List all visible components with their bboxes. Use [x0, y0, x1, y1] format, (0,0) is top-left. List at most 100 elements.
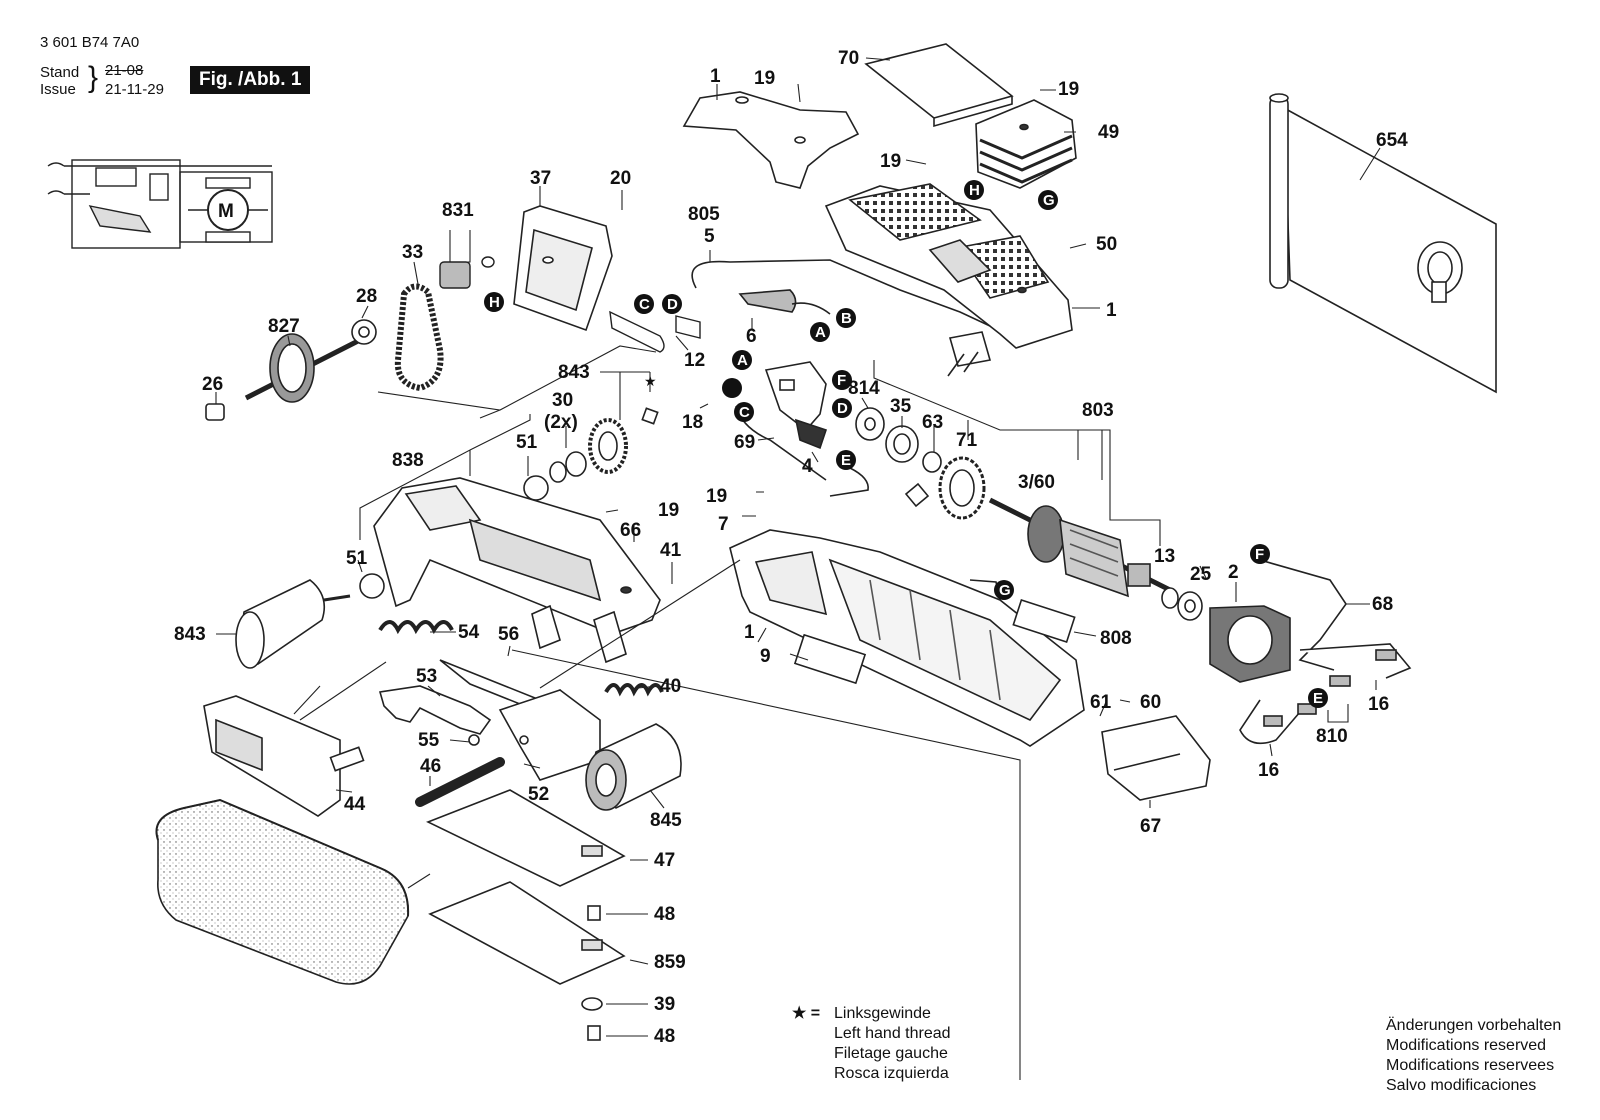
label-41: 41 — [660, 540, 682, 561]
wiring-schematic — [47, 159, 273, 249]
svg-text:D: D — [667, 296, 678, 313]
label-838: 838 — [392, 450, 424, 471]
label-51-top: 51 — [516, 432, 538, 453]
label-46: 46 — [420, 756, 441, 777]
legend-star-symbol: ★ = — [792, 1005, 821, 1022]
part-tension-lever — [378, 659, 601, 807]
label-61: 61 — [1090, 692, 1112, 713]
issue-label: Issue — [40, 81, 76, 98]
label-19-right: 19 — [1058, 79, 1079, 100]
label-44: 44 — [344, 794, 366, 815]
svg-text:F: F — [837, 372, 846, 389]
figure-title: Fig. /Abb. 1 — [190, 66, 311, 94]
label-13: 13 — [1154, 546, 1175, 567]
badge-a-cord: A — [810, 322, 830, 342]
label-845: 845 — [650, 810, 682, 831]
label-808: 808 — [1100, 628, 1132, 649]
part-armature — [938, 456, 1172, 598]
part-number-labels: 1 19 70 19 49 19 50 1 654 37 20 831 33 2… — [174, 48, 1408, 1047]
badge-a-switch: A — [732, 350, 752, 370]
part-platen-44 — [203, 695, 365, 817]
svg-text:G: G — [999, 582, 1011, 599]
badge-e-switch: E — [836, 450, 856, 470]
notice-line-fr: Modifications reservees — [1386, 1057, 1555, 1074]
badge-d-switch: D — [832, 398, 852, 418]
label-48-bottom: 48 — [654, 1026, 675, 1047]
part-power-cord — [691, 259, 992, 377]
label-6: 6 — [746, 326, 757, 347]
label-48-top: 48 — [654, 904, 675, 925]
label-12: 12 — [684, 350, 705, 371]
notice-line-en: Modifications reserved — [1386, 1037, 1547, 1054]
part-sanding-belt — [155, 798, 410, 985]
label-19-housing: 19 — [706, 486, 727, 507]
label-33: 33 — [402, 242, 423, 263]
svg-text:A: A — [737, 352, 748, 369]
label-3-60: 3/60 — [1018, 472, 1055, 493]
svg-text:G: G — [1043, 192, 1055, 209]
label-18: 18 — [682, 412, 703, 433]
label-859: 859 — [654, 952, 686, 973]
badge-f-stator: F — [1250, 544, 1270, 564]
part-cord-clip — [609, 310, 701, 353]
part-rear-roller — [585, 723, 682, 811]
part-field-stator — [1209, 559, 1412, 745]
label-50: 50 — [1096, 234, 1117, 255]
badge-blank-switch — [722, 378, 742, 398]
motor-symbol-label: M — [218, 201, 234, 222]
part-bearings — [855, 407, 942, 508]
label-803: 803 — [1082, 400, 1114, 421]
label-52: 52 — [528, 784, 549, 805]
part-bearing-13-25 — [1161, 587, 1203, 621]
label-20: 20 — [610, 168, 631, 189]
badge-f-switch: F — [832, 370, 852, 390]
label-37: 37 — [530, 168, 551, 189]
label-810: 810 — [1316, 726, 1348, 747]
label-2x: (2x) — [544, 412, 578, 433]
label-56: 56 — [498, 624, 519, 645]
part-pinion-831 — [439, 256, 495, 289]
stand-label: Stand — [40, 64, 80, 81]
part-cover-70 — [864, 43, 1014, 128]
label-28: 28 — [356, 286, 377, 307]
part-dust-bag — [1269, 93, 1497, 394]
part-roller — [235, 573, 385, 669]
label-63: 63 — [922, 412, 943, 433]
label-827: 827 — [268, 316, 300, 337]
legend-line-de: Linksgewinde — [834, 1005, 931, 1022]
badge-h-housing: H — [964, 180, 984, 200]
label-7: 7 — [718, 514, 729, 535]
part-drive-pulley — [523, 407, 659, 501]
label-843-left: 843 — [174, 624, 206, 645]
label-55: 55 — [418, 730, 440, 751]
document-number: 3 601 B74 7A0 — [40, 34, 140, 51]
part-base-frame — [373, 477, 661, 664]
label-70: 70 — [838, 48, 859, 69]
svg-text:D: D — [837, 400, 848, 417]
label-19-top: 19 — [754, 68, 775, 89]
badge-c-switch: C — [734, 402, 754, 422]
label-49: 49 — [1098, 122, 1119, 143]
svg-text:A: A — [815, 324, 826, 341]
modifications-notice: Änderungen vorbehalten Modifications res… — [1386, 1016, 1561, 1096]
label-814: 814 — [848, 378, 880, 399]
part-cap-49 — [975, 99, 1077, 189]
label-25: 25 — [1190, 564, 1212, 585]
svg-text:B: B — [841, 310, 852, 327]
label-843-top: 843 — [558, 362, 590, 383]
label-16-left: 16 — [1258, 760, 1279, 781]
old-revision-date: 21-08 — [105, 62, 144, 79]
legend-line-fr: Filetage gauche — [834, 1045, 948, 1062]
badge-e-stator: E — [1308, 688, 1328, 708]
part-spring-54 — [378, 620, 454, 635]
label-51-left: 51 — [346, 548, 368, 569]
part-pulley-827 — [205, 319, 377, 421]
label-26: 26 — [202, 374, 223, 395]
label-47: 47 — [654, 850, 675, 871]
svg-text:C: C — [639, 296, 650, 313]
label-805: 805 — [688, 204, 720, 225]
notice-line-es: Salvo modificaciones — [1386, 1077, 1537, 1094]
label-19-frame: 19 — [658, 500, 679, 521]
label-30: 30 — [552, 390, 573, 411]
label-9: 9 — [760, 646, 771, 667]
